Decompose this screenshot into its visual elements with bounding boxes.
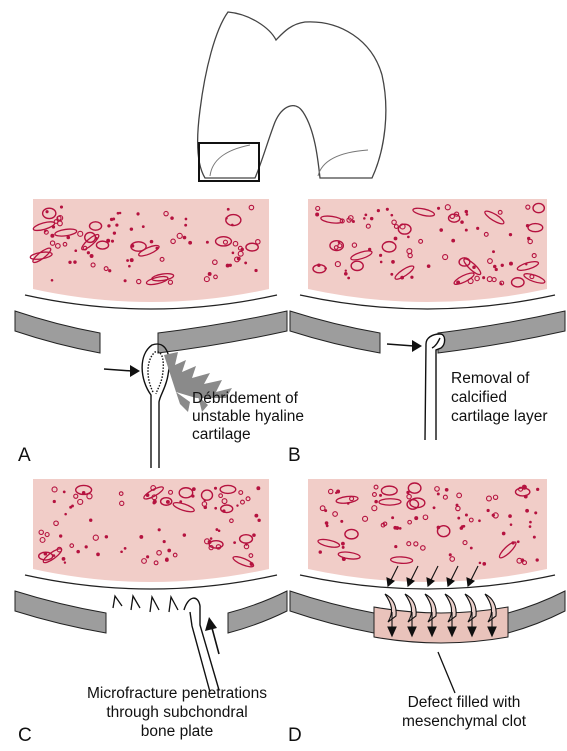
hyaline-cartilage-left: [290, 311, 380, 353]
panel-letter-b: B: [288, 445, 301, 466]
caption-b-line-3: cartilage layer: [451, 408, 548, 425]
caption-d-line-2: mesenchymal clot: [402, 713, 527, 730]
caption-leader-d: [438, 652, 455, 693]
panel-a: A Débridement of unstable hyaline cartil…: [15, 199, 304, 468]
caption-a-line-3: cartilage: [192, 426, 251, 443]
panel-letter-a: A: [18, 445, 31, 466]
curette-instrument: [142, 344, 169, 468]
caption-d-line-1: Defect filled with: [408, 694, 521, 711]
hyaline-cartilage-right: [438, 311, 565, 353]
hyaline-cartilage-left: [15, 591, 106, 633]
panel-letter-d: D: [288, 725, 302, 746]
panel-c: C Microfracture penetrations through sub…: [15, 479, 287, 746]
caption-c-line-3: bone plate: [141, 723, 213, 740]
subchondral-bone: [308, 199, 547, 302]
subchondral-bone: [33, 479, 269, 582]
hyaline-cartilage-left: [15, 311, 100, 353]
arrow-a: [104, 365, 140, 377]
inset-box: [199, 143, 259, 181]
hyaline-cartilage-right: [228, 591, 287, 633]
caption-b-line-2: calcified: [451, 389, 507, 406]
panel-letter-c: C: [18, 725, 32, 746]
subchondral-bone: [308, 479, 547, 582]
femur-outline: [198, 12, 386, 181]
microfracture-picks: [113, 596, 178, 612]
arrow-b: [387, 340, 422, 352]
caption-c-line-1: Microfracture penetrations: [87, 685, 267, 702]
panel-b: B Removal of calcified cartilage layer: [288, 199, 565, 466]
hyaline-cartilage-left: [290, 591, 374, 633]
caption-c-line-2: through subchondral: [106, 704, 247, 721]
caption-a-line-1: Débridement of: [192, 390, 299, 407]
microfracture-awl: [184, 598, 219, 692]
caption-a-line-2: unstable hyaline: [192, 408, 304, 425]
hyaline-cartilage-right: [158, 311, 287, 353]
hyaline-cartilage-right: [508, 591, 565, 633]
caption-b-line-1: Removal of: [451, 370, 530, 387]
panel-d: D Defect filled with mesenchymal clot: [288, 479, 565, 746]
